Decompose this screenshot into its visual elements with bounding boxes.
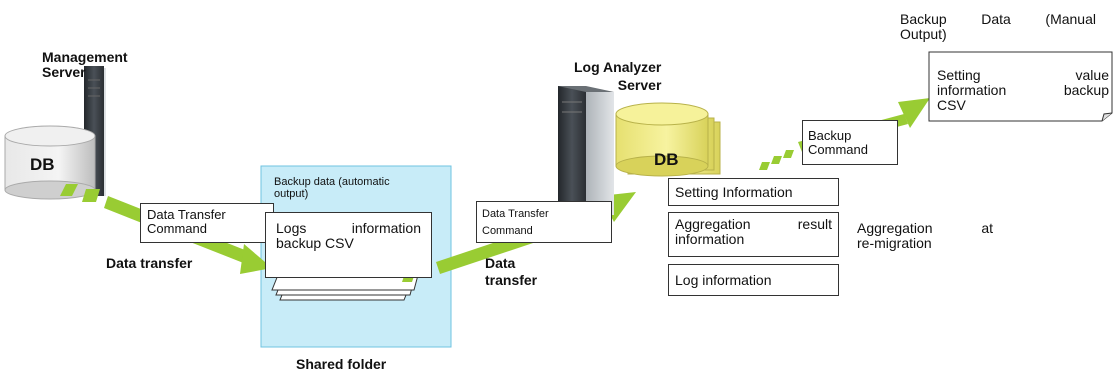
log-analyzer-db-label: DB: [654, 150, 679, 169]
log-analyzer-server-icon: [558, 86, 614, 215]
aggregation-result-box: Aggregation result information: [668, 212, 839, 257]
backup-command-box: Backup Command: [802, 120, 898, 165]
logs-backup-csv-document: Logs information backup CSV: [265, 212, 432, 278]
log-analyzer-server-label: Log Analyzer Server: [574, 59, 662, 93]
aggregation-at-remigration-note: Aggregation at re-migration: [857, 220, 993, 251]
setting-information-box: Setting Information: [668, 178, 839, 206]
manual-backup-title: Backup Data (Manual Output): [900, 11, 1096, 42]
log-information-box: Log information: [668, 264, 839, 296]
shared-folder-caption: Shared folder: [296, 356, 387, 372]
manual-backup-document-text: Setting value information backup CSV: [937, 67, 1109, 113]
management-db-label: DB: [30, 155, 55, 174]
data-transfer-caption-1: Data transfer: [106, 255, 193, 271]
csv-document-stack-1: [271, 274, 419, 301]
management-server-label: Management Server: [42, 49, 128, 80]
data-transfer-command-box-1: Data Transfer Command: [140, 203, 274, 243]
data-transfer-command-box-2: Data Transfer Command: [476, 201, 612, 243]
shared-folder-title: Backup data (automatic output): [274, 176, 390, 200]
manual-backup-document: [928, 51, 1113, 122]
data-transfer-caption-2: Data transfer: [485, 255, 538, 288]
log-analyzer-db-icon: [615, 102, 721, 177]
